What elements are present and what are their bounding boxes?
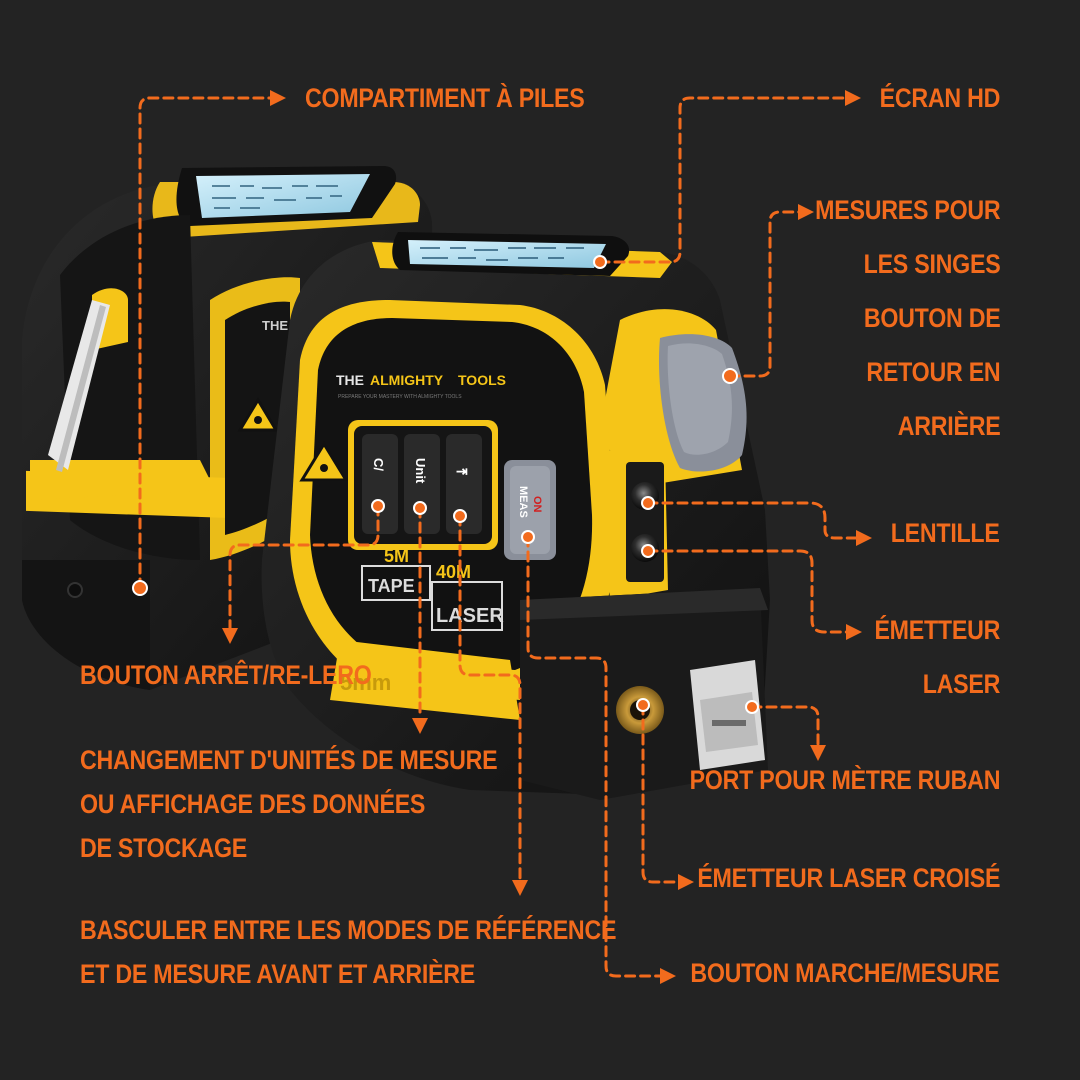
svg-text:THE: THE — [336, 372, 364, 388]
label-backward-line-1: MESURES POUR — [814, 195, 1001, 225]
laser-warning-icon — [299, 441, 349, 482]
label-units-line-2: OU AFFICHAGE DES DONNÉES — [80, 789, 426, 819]
label-backward-line-3: BOUTON DE — [863, 303, 1000, 333]
leader-off-button — [228, 504, 380, 630]
spec-tape: TAPE — [368, 576, 415, 596]
label-reference-toggle: BASCULER ENTRE LES MODES DE RÉFÉRENCE ET… — [80, 908, 616, 996]
callout-markers — [222, 90, 872, 984]
arrow-battery — [270, 90, 286, 106]
label-backward-button: MESURES POUR LES SINGES BOUTON DE RETOUR… — [814, 183, 1001, 453]
back-laser-warning-icon — [237, 397, 279, 432]
arrow-cross-emitter — [678, 874, 694, 890]
arrow-on-button — [660, 968, 676, 984]
svg-text:PREPARE YOUR MASTERY WITH ALMI: PREPARE YOUR MASTERY WITH ALMIGHTY TOOLS — [338, 394, 462, 400]
brand-lettering: THE ALMIGHTY TOOLS PREPARE YOUR MASTERY … — [336, 372, 506, 400]
label-backward-line-2: LES SINGES — [863, 249, 1000, 279]
front-device: THE ALMIGHTY TOOLS PREPARE YOUR MASTERY … — [261, 232, 770, 800]
leader-backward — [728, 210, 802, 378]
leader-lens — [646, 501, 860, 540]
leader-on-button — [526, 535, 664, 978]
unit-key-label: Unit — [413, 458, 428, 484]
leader-cross-emitter — [641, 703, 682, 884]
label-on-measure-button: BOUTON MARCHE/MESURE — [690, 958, 1000, 988]
label-backward-line-4: RETOUR EN — [865, 357, 1000, 387]
leader-battery — [138, 96, 272, 590]
belt-marks: 5mm — [340, 670, 391, 695]
arrow-lens — [856, 530, 872, 546]
svg-text:TOOLS: TOOLS — [458, 372, 506, 388]
label-laser-emitter: ÉMETTEUR LASER — [874, 603, 1000, 711]
label-lens: LENTILLE — [891, 518, 1000, 548]
arrow-emitter — [846, 624, 862, 640]
label-tape-port: PORT POUR MÈTRE RUBAN — [689, 765, 1000, 795]
label-units-line-3: DE STOCKAGE — [80, 833, 248, 863]
leader-tape-port — [750, 705, 820, 747]
anchor-dots — [132, 255, 759, 714]
spec-laser-value: 40M — [436, 562, 471, 582]
ref-key-label: ⇥ — [456, 463, 468, 479]
label-battery-compartment: COMPARTIMENT À PILES — [305, 83, 585, 113]
meas-key-label: MEAS — [517, 486, 529, 518]
front-screen-digits — [420, 247, 584, 261]
label-units-line-1: CHANGEMENT D'UNITÉS DE MESURE — [80, 745, 498, 775]
callout-leaders — [138, 96, 860, 978]
label-toggle-line-2: ET DE MESURE AVANT ET ARRIÈRE — [80, 959, 476, 989]
leader-toggle — [458, 514, 522, 882]
arrow-screen — [845, 90, 861, 106]
on-key-label: ON — [531, 496, 543, 513]
arrow-off-button — [222, 628, 238, 644]
label-backward-line-5: ARRIÈRE — [897, 411, 1000, 441]
label-emitter-line-2: LASER — [922, 669, 1001, 699]
ref-key-shape — [446, 434, 482, 534]
label-hd-screen: ÉCRAN HD — [879, 83, 1001, 113]
leader-screen — [598, 96, 847, 264]
clear-key-shape — [362, 434, 398, 534]
arrow-tape-port — [810, 745, 826, 761]
leader-emitter — [646, 549, 850, 634]
label-emitter-line-1: ÉMETTEUR — [874, 615, 1000, 645]
label-cross-laser-emitter: ÉMETTEUR LASER CROISÉ — [697, 863, 1000, 893]
back-screen-digits — [212, 185, 342, 209]
arrow-units — [412, 718, 428, 734]
arrow-backward — [798, 204, 814, 220]
unit-key-shape — [404, 434, 440, 534]
label-unit-change: CHANGEMENT D'UNITÉS DE MESURE OU AFFICHA… — [80, 738, 498, 870]
label-off-reset-button: BOUTON ARRÊT/RE-LERO — [80, 660, 372, 690]
spec-tape-value: 5M — [384, 546, 409, 566]
label-toggle-line-1: BASCULER ENTRE LES MODES DE RÉFÉRENCE — [80, 915, 617, 945]
svg-text:ALMIGHTY: ALMIGHTY — [370, 372, 444, 388]
clear-key-label: C/ — [371, 458, 386, 471]
arrow-toggle — [512, 880, 528, 896]
spec-laser: LASER — [436, 605, 504, 627]
